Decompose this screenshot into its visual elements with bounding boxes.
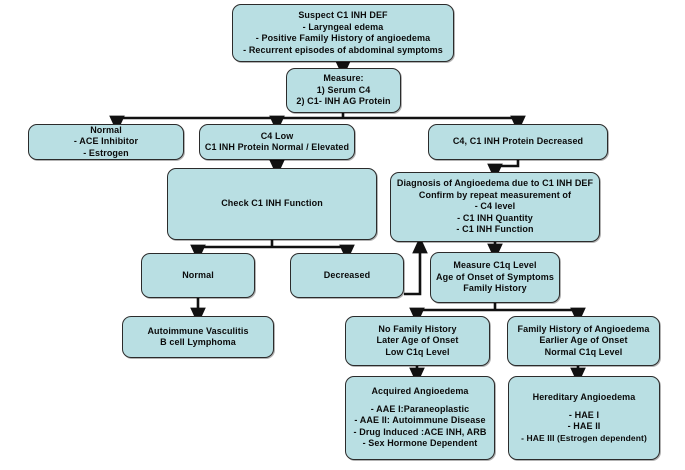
node-check-c1-inh-function[interactable]: Check C1 INH Function [167,168,377,240]
node-line: C4 Low [260,130,294,141]
node-line: - Positive Family History of angioedema [255,33,431,43]
node-title: Acquired Angioedema [371,386,469,397]
node-line: - C4 level [474,201,516,212]
node-line: Family History [463,283,527,294]
node-line: Low C1q Level [385,346,450,357]
node-diagnosis-of-angioedema[interactable]: Diagnosis of Angioedema due to C1 INH DE… [390,172,600,242]
node-title: Hereditary Angioedema [532,392,636,402]
node-line: 1) Serum C4 [316,84,371,95]
node-line: - Laryngeal edema [302,21,384,32]
node-line: - ACE Inhibitor [73,136,139,147]
node-line: Suspect C1 INH DEF [298,10,388,20]
node-line: Family History of Angioedema [517,323,650,334]
node-line: - C1 INH Quantity [457,212,533,223]
node-line: No Family History [378,323,457,334]
node-autoimmune-vasculitis[interactable]: Autoimmune Vasculitis B cell Lymphoma [122,316,274,358]
node-line: - C1 INH Function [456,224,534,235]
node-c4-c1-inh-protein-decreased[interactable]: C4, C1 INH Protein Decreased [428,124,608,160]
node-line: Check C1 INH Function [221,198,323,209]
node-family-history-of-angioedema[interactable]: Family History of Angioedema Earlier Age… [507,316,660,366]
node-line: Autoimmune Vasculitis [147,325,249,336]
node-line: - HAE I [568,409,600,420]
node-line: 2) C1- INH AG Protein [296,96,391,107]
node-measure-serum-c4[interactable]: Measure: 1) Serum C4 2) C1- INH AG Prote… [286,68,401,113]
connector-decreased-to-diagnosis [487,159,520,181]
node-suspect-c1-inh-def[interactable]: Suspect C1 INH DEF - Laryngeal edema - P… [232,4,454,62]
node-line: - Estrogen [83,147,129,158]
node-line: Diagnosis of Angioedema due to C1 INH DE… [396,178,594,189]
node-line: C1 INH Protein Normal / Elevated [204,142,350,152]
node-function-decreased[interactable]: Decreased [290,253,404,298]
node-line: - Sex Hormone Dependent [362,438,478,449]
node-line: - Drug Induced :ACE INH, ARB [353,426,487,437]
node-line: C4, C1 INH Protein Decreased [452,136,584,147]
node-line: Measure C1q Level [453,260,537,271]
node-line: - HAE II [567,421,601,431]
node-normal-ace-estrogen[interactable]: Normal - ACE Inhibitor - Estrogen [28,124,184,160]
node-function-normal[interactable]: Normal [141,253,255,298]
node-line: - HAE III (Estrogen dependent) [521,432,647,443]
node-line: Normal C1q Level [544,346,623,357]
connector-fn-decreased-to-c1q [404,236,428,296]
node-line: - Recurrent episodes of abdominal sympto… [243,44,443,55]
node-line: - AAE I:Paraneoplastic [370,403,470,414]
node-acquired-angioedema[interactable]: Acquired Angioedema - AAE I:Paraneoplast… [345,376,495,460]
node-line: Confirm by repeat measurement of [418,189,572,200]
node-measure-c1q-level[interactable]: Measure C1q Level Age of Onset of Sympto… [430,252,560,303]
node-line: Age of Onset of Symptoms [436,271,554,282]
node-line: - AAE II: Autoimmune Disease [354,415,486,426]
node-hereditary-angioedema[interactable]: Hereditary Angioedema - HAE I - HAE II -… [508,376,660,460]
node-no-family-history[interactable]: No Family History Later Age of Onset Low… [345,316,490,366]
node-line: Normal [90,124,122,135]
node-line: Normal [182,269,214,280]
node-line: Earlier Age of Onset [539,335,628,346]
node-line: Measure: [323,73,364,84]
node-line: Later Age of Onset [376,335,459,346]
node-line: Decreased [323,269,371,280]
node-line: B cell Lymphoma [160,337,236,347]
node-c4-low[interactable]: C4 Low C1 INH Protein Normal / Elevated [199,124,355,160]
